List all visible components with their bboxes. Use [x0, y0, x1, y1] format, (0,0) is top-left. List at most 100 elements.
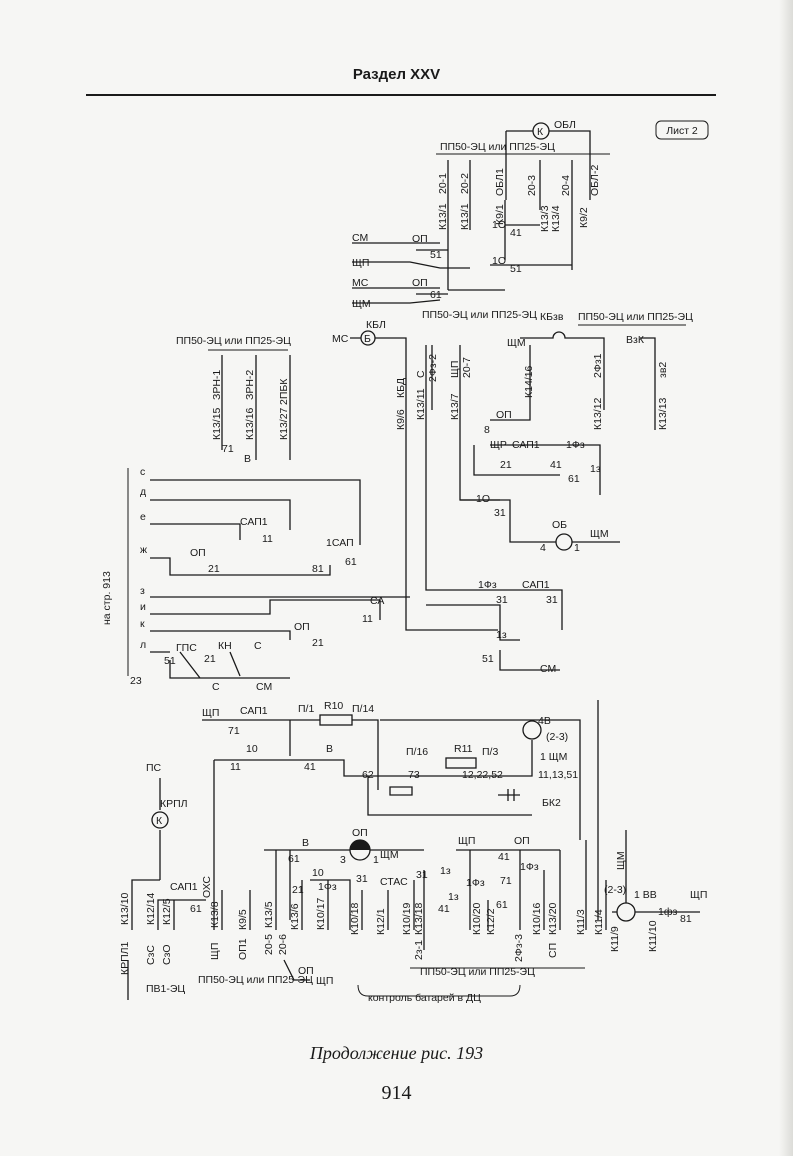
svg-text:1О: 1О: [492, 255, 506, 267]
svg-text:ОП: ОП: [352, 827, 368, 839]
svg-text:61: 61: [568, 473, 580, 485]
svg-text:51: 51: [482, 653, 494, 665]
svg-text:ЩП: ЩП: [690, 889, 707, 901]
mid-group-label: ПП50-ЭЦ или ПП25-ЭЦ: [422, 309, 537, 321]
svg-text:61: 61: [496, 899, 508, 911]
sheet-label: Лист 2: [655, 120, 709, 140]
terminal-k13-4: К13/4: [550, 205, 562, 232]
svg-text:СМ: СМ: [256, 681, 272, 693]
terminal-k13-6: К13/6: [289, 903, 301, 930]
krpl-block: ПС К КРПЛ: [146, 762, 188, 880]
svg-text:ЩП: ЩП: [352, 257, 369, 269]
resistor-r10-label: R10: [324, 700, 343, 712]
terminal-2fz-3: 2Фз-3: [513, 934, 525, 962]
svg-text:71: 71: [228, 725, 240, 737]
svg-text:ЩМ: ЩМ: [380, 849, 399, 861]
svg-text:С: С: [415, 370, 427, 378]
svg-text:К13/16: К13/16: [244, 407, 256, 440]
svg-text:41: 41: [498, 851, 510, 863]
svg-text:4В: 4В: [538, 715, 551, 727]
svg-text:1з: 1з: [440, 865, 451, 877]
terminal-shchm: ЩМ: [615, 851, 627, 870]
svg-text:1Фз: 1Фз: [478, 579, 497, 591]
svg-text:8: 8: [484, 424, 490, 436]
left-group-label: ПП50-ЭЦ или ПП25-ЭЦ: [176, 335, 291, 347]
svg-text:ОП: ОП: [298, 965, 314, 977]
svg-text:К13/7: К13/7: [449, 393, 461, 420]
svg-text:Б: Б: [364, 333, 371, 345]
terminal-szo: СзО: [161, 944, 173, 965]
svg-text:73: 73: [408, 769, 420, 781]
svg-text:81: 81: [312, 563, 324, 575]
terminal-k13-1b: К13/1: [459, 203, 471, 230]
svg-text:21: 21: [208, 563, 220, 575]
bus-e: е: [140, 511, 146, 523]
bus-z: з: [140, 585, 145, 597]
svg-text:4: 4: [540, 542, 546, 554]
terminal-k10-16: К10/16: [531, 902, 543, 935]
svg-text:ЩП: ЩП: [202, 707, 219, 719]
svg-text:ЩМ: ЩМ: [352, 298, 371, 310]
terminal-sp: СП: [547, 943, 559, 958]
svg-text:ЩП: ЩП: [316, 975, 333, 987]
svg-text:23: 23: [130, 675, 142, 687]
terminal-obl-2: ОБЛ-2: [589, 165, 601, 196]
svg-text:31: 31: [546, 594, 558, 606]
svg-text:61: 61: [345, 556, 357, 568]
lamp-obl-label: ОБЛ: [554, 119, 576, 131]
svg-text:ЗРН-1: ЗРН-1: [211, 370, 223, 400]
svg-text:ОП: ОП: [190, 547, 206, 559]
terminal-k13-1a: К13/1: [437, 203, 449, 230]
svg-text:41: 41: [438, 903, 450, 915]
svg-text:1Фз: 1Фз: [520, 861, 539, 873]
lamp-k-label: К: [537, 126, 544, 138]
svg-text:1з: 1з: [496, 629, 507, 641]
top-group-label: ПП50-ЭЦ или ПП25-ЭЦ: [440, 141, 555, 153]
svg-text:ЩР: ЩР: [490, 439, 507, 451]
svg-text:К13/11: К13/11: [415, 388, 427, 420]
svg-text:1О: 1О: [492, 219, 506, 231]
svg-text:САП1: САП1: [522, 579, 550, 591]
svg-text:В: В: [244, 453, 251, 465]
svg-text:САП1: САП1: [240, 516, 268, 528]
terminal-k12-2: К12/2: [485, 908, 497, 935]
lamp-kbzv-label: КБзв: [540, 311, 564, 323]
battery-control-label: контроль батарей в ДЦ: [368, 992, 481, 1004]
svg-text:11: 11: [230, 761, 241, 773]
svg-text:МС: МС: [352, 277, 369, 289]
terminal-20-6: 20-6: [277, 934, 289, 955]
terminal-oxs: ОХС: [201, 876, 213, 898]
svg-text:ГПС: ГПС: [176, 642, 197, 654]
svg-text:САП1: САП1: [512, 439, 540, 451]
svg-text:1Фз: 1Фз: [466, 877, 485, 889]
bottom-terminal-row: КРПЛ1 К13/10 СзС К12/14 СзО К12/5 САП161…: [119, 840, 659, 1000]
svg-text:КН: КН: [218, 640, 232, 652]
figure-caption: Продолжение рис. 193: [309, 1043, 484, 1063]
terminal-shchp: ЩП: [209, 943, 221, 960]
terminal-20-5: 20-5: [263, 934, 275, 955]
header-rule: [86, 94, 716, 96]
terminal-k9-2: К9/2: [578, 207, 590, 228]
terminal-20-2: 20-2: [459, 173, 471, 194]
terminal-k12-14: К12/14: [145, 892, 157, 925]
terminal-szs: СзС: [145, 945, 157, 965]
lamp-kbl-label: КБЛ: [366, 319, 386, 331]
terminal-k10-19: К10/19: [401, 902, 413, 935]
svg-text:11: 11: [362, 613, 373, 625]
svg-text:2Фз-2: 2Фз-2: [427, 354, 439, 382]
svg-text:(2-3): (2-3): [546, 731, 568, 743]
svg-text:П/16: П/16: [406, 746, 428, 758]
svg-text:41: 41: [550, 459, 562, 471]
bus-l: л: [140, 639, 146, 651]
svg-text:К13/15: К13/15: [211, 407, 223, 440]
svg-text:81: 81: [680, 913, 692, 925]
page-number: 914: [381, 1082, 412, 1104]
terminal-k11-10: К11/10: [647, 920, 659, 952]
svg-text:2ПБК: 2ПБК: [278, 378, 290, 405]
svg-text:41: 41: [510, 227, 522, 239]
svg-text:САП1: САП1: [170, 881, 198, 893]
svg-text:1: 1: [373, 854, 379, 866]
svg-text:10: 10: [312, 867, 324, 879]
terminal-k10-20: К10/20: [471, 902, 483, 935]
